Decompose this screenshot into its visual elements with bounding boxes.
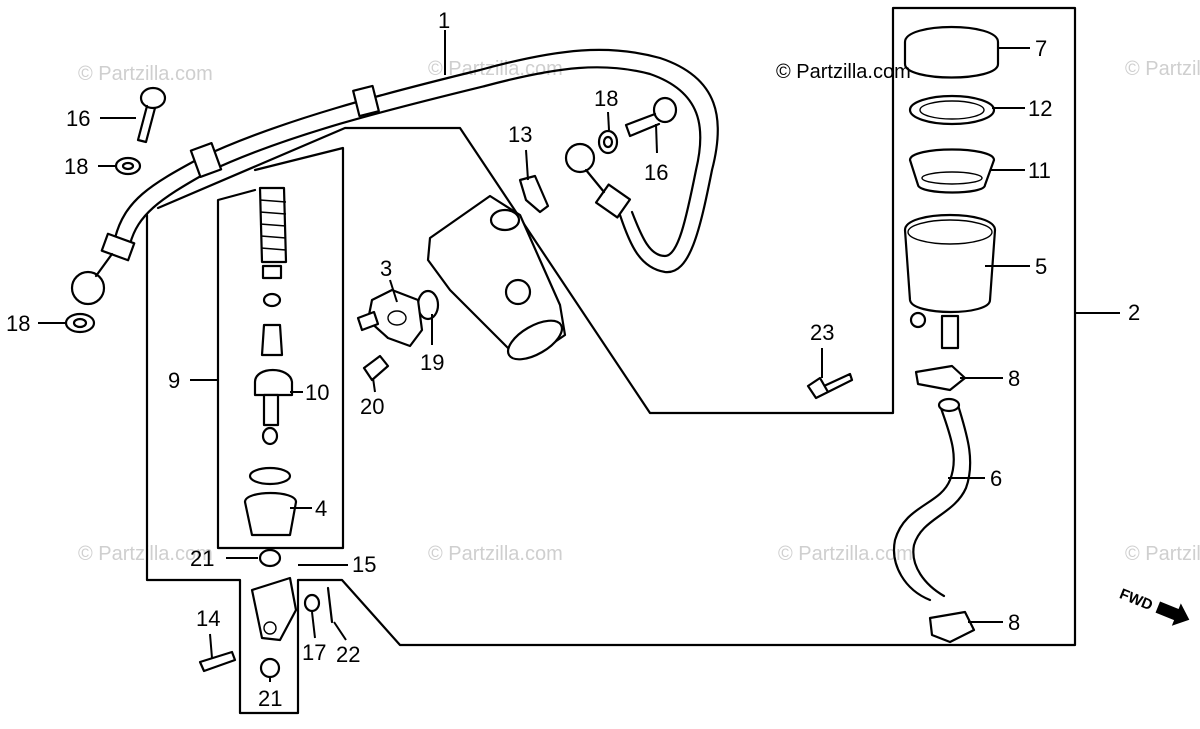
hose-clamp [914, 364, 967, 392]
master-cylinder-body [416, 194, 567, 361]
banjo-bolts [64, 86, 678, 334]
nut [259, 657, 281, 679]
piston-kit [243, 186, 298, 568]
callout-13: 13 [508, 122, 532, 147]
callout-14: 14 [196, 606, 220, 631]
primary-cup [243, 492, 298, 537]
piston [253, 369, 294, 397]
washer [303, 593, 321, 613]
fwd-arrow-icon [1155, 601, 1190, 626]
callout-21: 21 [258, 686, 282, 711]
banjo-bolt-left [139, 86, 167, 110]
forward-indicator: FWD [1117, 586, 1190, 626]
watermarks: © Partzilla.com © Partzilla.com © Partzi… [78, 58, 1200, 565]
callout-18: 18 [64, 154, 88, 179]
hose-collar [189, 141, 223, 179]
banjo-bolt-right [652, 96, 678, 124]
watermark: © Partzilla.com [1125, 543, 1200, 565]
hose-clip [518, 174, 550, 214]
hose-joint [362, 354, 390, 382]
seal-ring [248, 466, 292, 486]
callout-19: 19 [420, 350, 444, 375]
callout-12: 12 [1028, 96, 1052, 121]
callout-20: 20 [360, 394, 384, 419]
callout-9: 9 [168, 368, 180, 393]
joint-pin [198, 650, 237, 673]
reservoir-tank [903, 213, 997, 314]
callout-labels: 1 2 3 4 5 6 7 8 8 9 10 11 12 13 14 15 16… [6, 8, 1140, 711]
callout-8: 8 [1008, 610, 1020, 635]
leader-lines [38, 30, 1120, 682]
callout-1: 1 [438, 8, 450, 33]
fwd-label: FWD [1117, 586, 1155, 615]
banjo-fitting-left [70, 270, 106, 306]
diaphragm [908, 148, 996, 194]
assembly-boundaries [145, 6, 1077, 715]
hose-fitting [100, 232, 136, 262]
hose-collar [352, 84, 380, 118]
watermark: © Partzilla.com [428, 58, 563, 80]
callout-5: 5 [1035, 254, 1047, 279]
callout-17: 17 [302, 640, 326, 665]
callout-8: 8 [1008, 366, 1020, 391]
callout-7: 7 [1035, 36, 1047, 61]
push-rod-joint [250, 576, 298, 642]
callout-18: 18 [594, 86, 618, 111]
callout-3: 3 [380, 256, 392, 281]
watermark: © Partzilla.com [428, 543, 563, 565]
reservoir-cap [903, 25, 1000, 79]
callout-16: 16 [644, 160, 668, 185]
callout-18: 18 [6, 311, 30, 336]
diaphragm-plate [908, 94, 996, 126]
callout-11: 11 [1028, 158, 1051, 183]
callout-15: 15 [352, 552, 376, 577]
callout-10: 10 [305, 380, 329, 405]
callout-22: 22 [336, 642, 360, 667]
banjo-fitting-right [564, 142, 596, 174]
copyright-notice: © Partzilla.com [776, 61, 911, 83]
bolt [806, 372, 854, 400]
callout-16: 16 [66, 106, 90, 131]
reservoir-hose [892, 403, 955, 602]
callout-6: 6 [990, 466, 1002, 491]
callout-23: 23 [810, 320, 834, 345]
nut [258, 548, 282, 568]
reservoir-assembly [892, 25, 1000, 644]
watermark: © Partzilla.com [778, 543, 913, 565]
watermark: © Partzilla.com [78, 63, 213, 85]
watermark: © Partzilla.com [1125, 58, 1200, 80]
callout-2: 2 [1128, 300, 1140, 325]
brake-hose [70, 48, 719, 306]
hose-clamp [928, 610, 976, 644]
callout-21: 21 [190, 546, 214, 571]
cotter-pin [326, 586, 334, 624]
watermark: © Partzilla.com [78, 543, 213, 565]
callout-4: 4 [315, 496, 327, 521]
